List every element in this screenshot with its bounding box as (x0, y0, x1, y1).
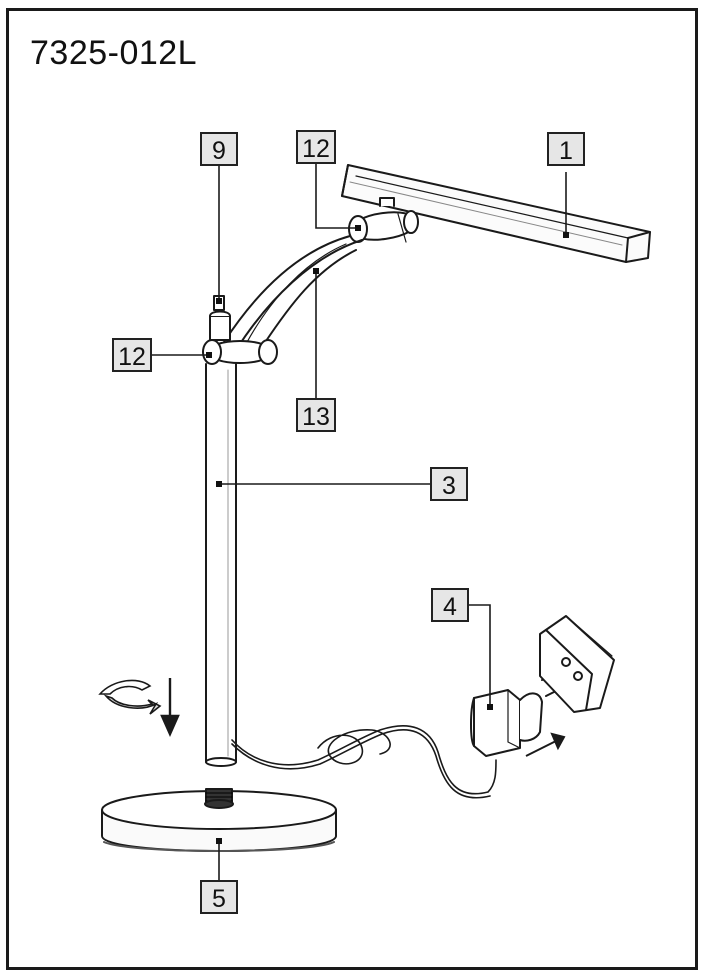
callout-base: 5 (200, 880, 238, 914)
drawing-frame (6, 8, 698, 970)
dot-adapter (487, 704, 493, 710)
callout-adapter: 4 (431, 588, 469, 622)
dot-arm (313, 268, 319, 274)
dot-pole (216, 481, 222, 487)
dot-top-screw (216, 298, 222, 304)
wall-socket-shape (539, 615, 615, 713)
callout-lower-joint: 12 (112, 338, 152, 372)
callout-top-screw: 9 (200, 132, 238, 166)
dot-lower-joint (206, 352, 212, 358)
callout-pole: 3 (430, 467, 468, 501)
callout-upper-joint: 12 (296, 130, 336, 164)
dot-lamp-head (563, 232, 569, 238)
dot-upper-joint (355, 225, 361, 231)
model-code: 7325-012L (30, 34, 198, 72)
lower-joint-shape (202, 339, 278, 365)
leader-adapter (469, 604, 491, 706)
base-shape (101, 788, 337, 852)
pole-shape (205, 363, 237, 767)
arm-shape (223, 235, 363, 351)
down-arrow-icon (160, 678, 180, 737)
callout-lamp-head: 1 (547, 132, 585, 166)
cable-shape (231, 725, 497, 799)
lamp-head-shape (341, 164, 651, 263)
upper-joint-shape (348, 197, 419, 243)
push-arrow-icon (525, 732, 566, 757)
leader-upper-joint (315, 164, 356, 229)
dot-base (216, 838, 222, 844)
rotate-arrow-icon (98, 679, 162, 715)
callout-arm: 13 (296, 398, 336, 432)
